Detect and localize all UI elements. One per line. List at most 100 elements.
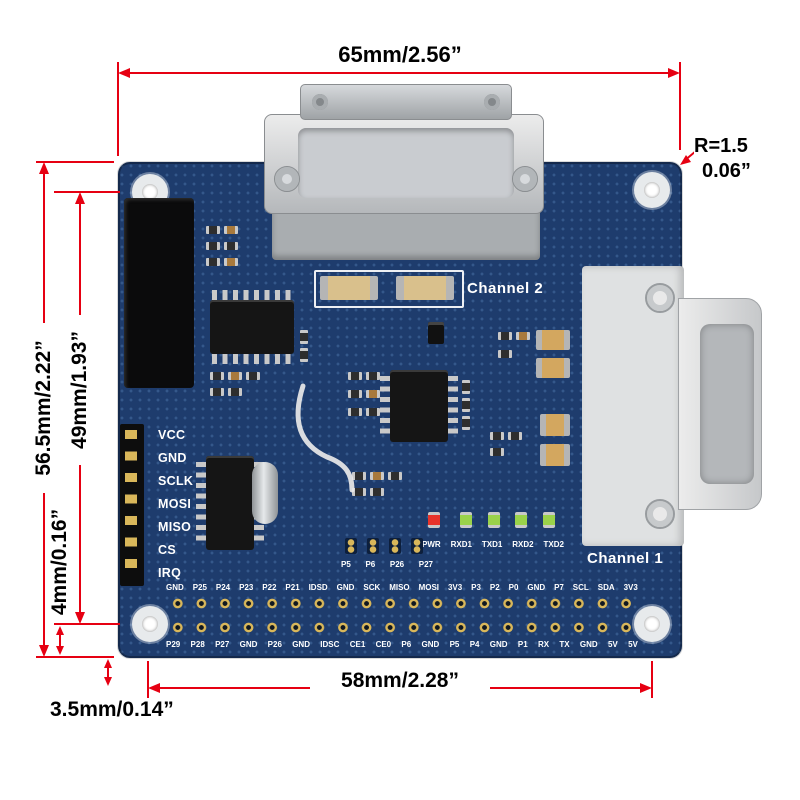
gpio-label: MOSI <box>418 583 440 592</box>
gpio-label: GND <box>239 640 258 649</box>
channel-2-label: Channel 2 <box>467 280 544 297</box>
dim-corner-radius-inch: 0.06” <box>702 160 751 182</box>
gpio-label: P2 <box>489 583 500 592</box>
db9-connector-top-flange <box>300 84 512 120</box>
db9-connector-top-base <box>272 208 540 260</box>
gpio-label: P1 <box>517 640 528 649</box>
mounting-hole <box>634 606 670 642</box>
spi-pin-header-pins <box>125 430 137 580</box>
txd1-led <box>488 512 500 528</box>
smd-component <box>206 226 220 234</box>
gpio-label: P25 <box>192 583 207 592</box>
rxd1-led <box>460 512 472 528</box>
smd-component <box>366 408 380 416</box>
capacitor-component <box>396 276 454 300</box>
dim-corner-radius-value: R=1.5 <box>694 135 748 157</box>
pin-label: GND <box>158 451 187 465</box>
smd-component <box>462 416 470 430</box>
black-module <box>124 198 194 388</box>
smd-component <box>348 372 362 380</box>
smd-component <box>352 472 366 480</box>
pin-label: IRQ <box>158 566 182 580</box>
smd-component <box>388 472 402 480</box>
jumper-label: P6 <box>365 560 376 569</box>
gpio-label: P29 <box>166 640 181 649</box>
ic-chip <box>210 300 294 354</box>
capacitor-component <box>536 358 570 378</box>
smd-component <box>498 350 512 358</box>
power-led <box>428 512 440 528</box>
gpio-label: GND <box>292 640 310 649</box>
screw <box>645 499 675 529</box>
gpio-hole-row <box>166 621 638 634</box>
smd-component <box>462 398 470 412</box>
dim-height-small: 4mm/0.16” <box>48 502 72 622</box>
gpio-label: RX <box>537 640 550 649</box>
gpio-label: GND <box>421 640 440 649</box>
gpio-label: P21 <box>285 583 300 592</box>
ic-pins <box>380 376 390 436</box>
smd-component <box>300 348 308 362</box>
db9-connector-right-face <box>700 324 754 484</box>
smd-component <box>370 488 384 496</box>
jumper-block <box>428 322 444 344</box>
gpio-label: SCK <box>363 583 381 592</box>
capacitor-component <box>540 414 570 436</box>
mounting-hole <box>634 172 670 208</box>
smd-component <box>508 432 522 440</box>
gpio-label: P24 <box>215 583 231 592</box>
led-label: PWR <box>422 540 441 549</box>
ic-pins <box>212 290 292 300</box>
screw-hole <box>312 94 328 110</box>
pin-label: MOSI <box>158 497 192 511</box>
pin-label: MISO <box>158 520 192 534</box>
led-label: TXD2 <box>543 540 564 549</box>
ic-pins <box>448 376 458 436</box>
gpio-label: P23 <box>239 583 254 592</box>
capacitor-component <box>540 444 570 466</box>
pin-label: SCLK <box>158 474 194 488</box>
screw-hole <box>484 94 500 110</box>
smd-component <box>498 332 512 340</box>
txd2-led <box>543 512 555 528</box>
smd-component <box>206 242 220 250</box>
hex-nut <box>512 166 538 192</box>
channel-1-label: Channel 1 <box>587 550 664 567</box>
dim-width-top: 65mm/2.56” <box>300 42 500 68</box>
crystal-oscillator <box>252 462 278 524</box>
hex-nut <box>274 166 300 192</box>
gpio-label: P5 <box>449 640 460 649</box>
gpio-label: P4 <box>469 640 480 649</box>
smd-component <box>300 330 308 344</box>
smd-component <box>206 258 220 266</box>
dim-offset-bottom: 3.5mm/0.14” <box>45 698 179 722</box>
gpio-label: P27 <box>215 640 230 649</box>
db9-connector-right-base <box>582 266 684 546</box>
jumper-label: P26 <box>389 560 405 569</box>
gpio-label: 5V <box>628 640 638 649</box>
gpio-label: 3V3 <box>447 583 463 592</box>
led-label: RXD1 <box>450 540 472 549</box>
gpio-label: P7 <box>554 583 564 592</box>
smd-component <box>490 432 504 440</box>
dim-height-left: 56.5mm/2.22” <box>32 323 56 493</box>
ic-chip <box>390 370 448 442</box>
smd-component <box>462 380 470 394</box>
rxd2-led <box>515 512 527 528</box>
led-label: RXD2 <box>512 540 534 549</box>
smd-component <box>224 258 238 266</box>
dim-corner-radius: R=1.5 0.06” <box>694 134 751 184</box>
mounting-hole <box>132 606 168 642</box>
dim-width-bottom: 58mm/2.28” <box>310 669 490 693</box>
capacitor-component <box>320 276 378 300</box>
ic-chip <box>206 456 254 550</box>
gpio-label: P0 <box>508 583 519 592</box>
smd-component <box>228 388 242 396</box>
gpio-label: GND <box>489 640 508 649</box>
gpio-label: P28 <box>190 640 205 649</box>
gpio-label: IDSC <box>320 640 340 649</box>
